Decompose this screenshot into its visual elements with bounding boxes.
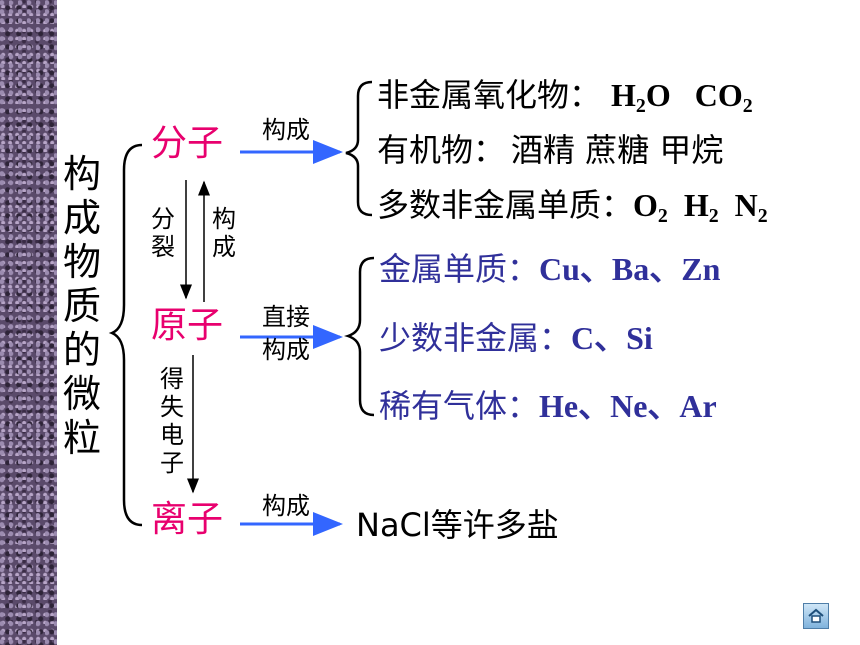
label-gain-lose-electrons: 得失电子 (160, 365, 184, 477)
molecule-example-2: 多数非金属单质：O2 H2 N2 (377, 186, 768, 227)
particle-atom: 原子 (151, 305, 224, 346)
label-arrow-ion: 构成 (262, 492, 310, 520)
label-split: 分裂 (151, 205, 175, 261)
decorative-strip (0, 0, 57, 645)
atom-example-1: 少数非金属：C、Si (379, 319, 653, 357)
particle-molecule: 分子 (151, 123, 224, 164)
ion-example: NaCl等许多盐 (356, 506, 559, 544)
home-button[interactable] (803, 603, 829, 629)
label-compose: 构成 (212, 205, 236, 261)
label-arrow-atom-1: 直接 (262, 303, 310, 331)
atom-example-2: 稀有气体：He、Ne、Ar (379, 387, 717, 425)
molecule-example-0: 非金属氧化物：H2O CO2 (377, 76, 753, 117)
label-arrow-atom-2: 构成 (262, 336, 310, 364)
brace-atom (344, 256, 375, 417)
left-brace (108, 143, 143, 527)
label-arrow-molecule: 构成 (262, 116, 310, 144)
molecule-example-1: 有机物：酒精 蔗糖 甲烷 (377, 131, 724, 169)
atom-example-0: 金属单质：Cu、Ba、Zn (379, 250, 721, 288)
particle-ion: 离子 (151, 499, 224, 540)
brace-molecule (345, 80, 373, 217)
home-icon (808, 608, 824, 623)
left-title: 构成物质的微粒 (62, 152, 101, 460)
